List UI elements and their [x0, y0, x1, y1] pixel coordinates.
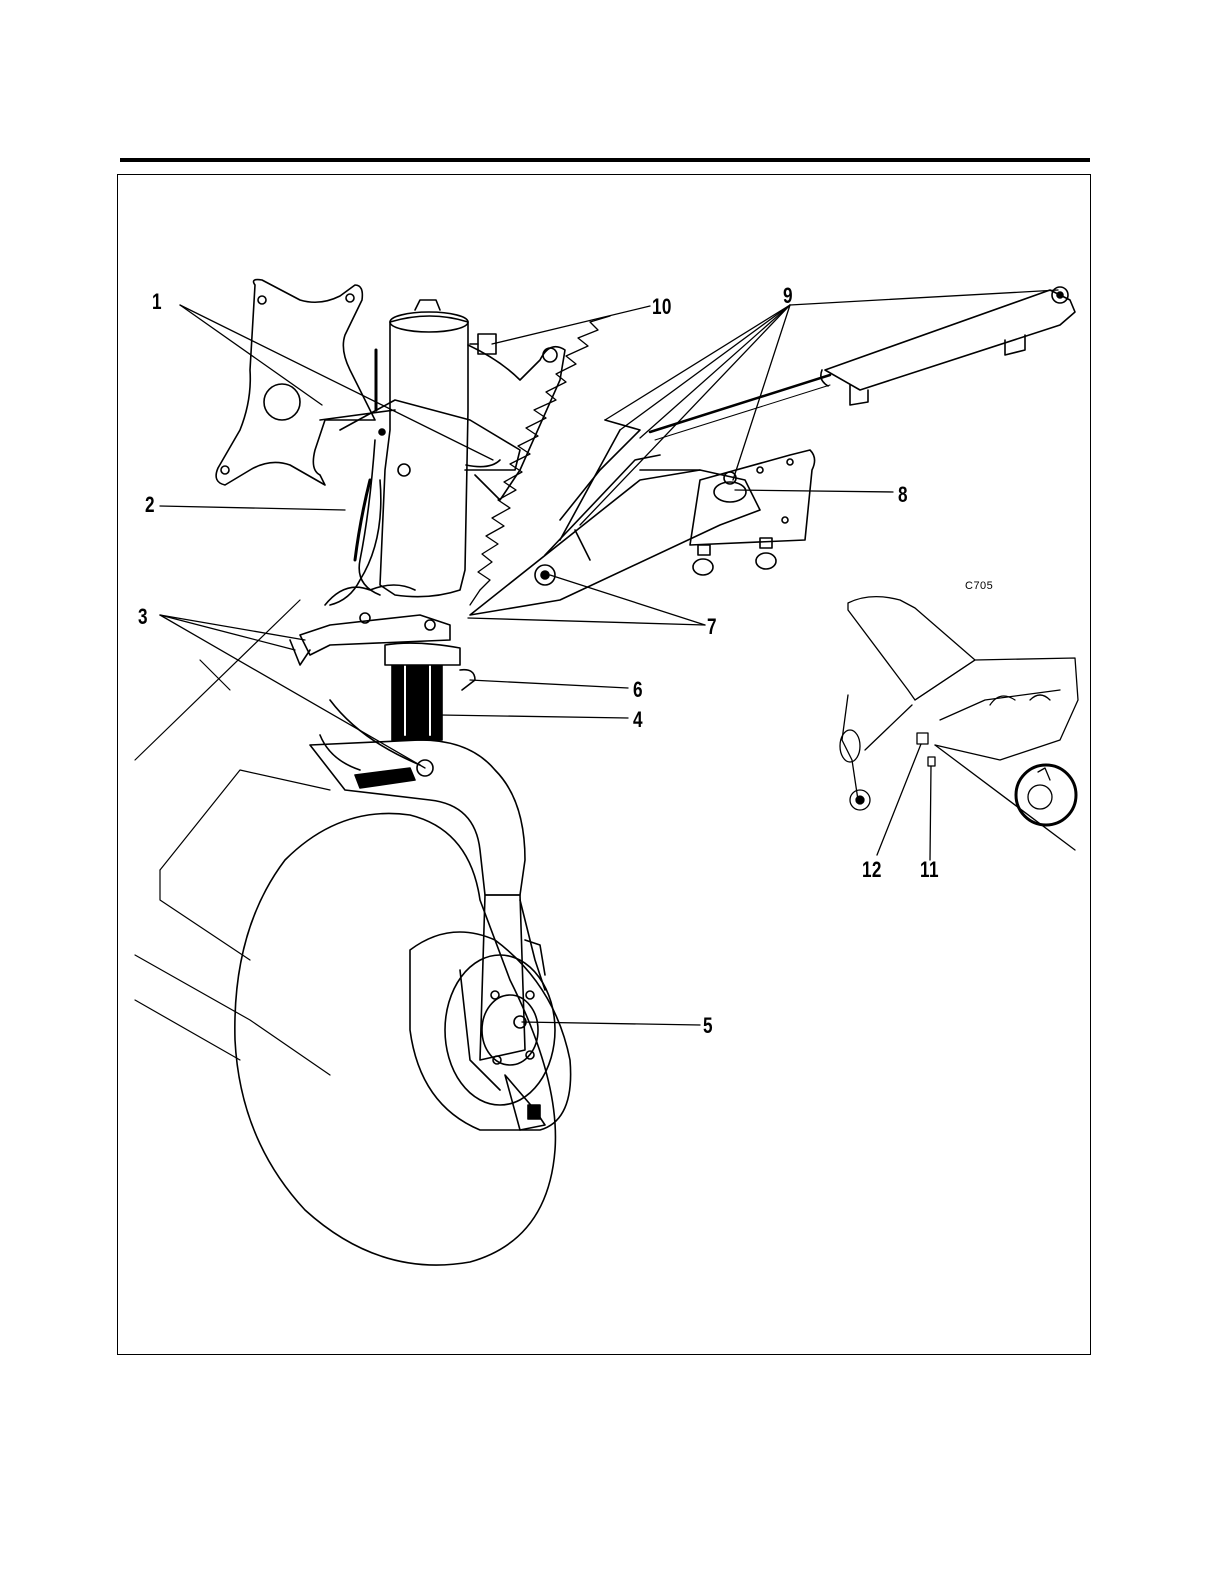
tire-and-wheel [235, 813, 571, 1265]
leader-lines [160, 290, 1058, 1025]
callout-12: 12 [862, 857, 882, 883]
callout-2: 2 [145, 492, 155, 518]
shock-strut-piston [385, 643, 475, 740]
actuator-cylinder [650, 287, 1075, 440]
callout-5: 5 [703, 1013, 713, 1039]
callout-11: 11 [920, 857, 939, 883]
drag-brace [470, 420, 760, 615]
gear-leg [310, 700, 545, 1060]
mounting-plate [216, 280, 375, 485]
callout-7: 7 [707, 614, 717, 640]
wing-outline [135, 600, 330, 1075]
callout-9: 9 [783, 283, 793, 309]
callout-3: 3 [138, 604, 148, 630]
trunnion-housing [320, 300, 520, 597]
callout-1: 1 [152, 289, 162, 315]
callout-10: 10 [652, 294, 672, 320]
callout-4: 4 [633, 707, 643, 733]
inset-aircraft [840, 597, 1078, 860]
torque-links [290, 480, 450, 665]
callout-6: 6 [633, 677, 643, 703]
callout-8: 8 [898, 482, 908, 508]
figure-code: C705 [965, 580, 993, 592]
